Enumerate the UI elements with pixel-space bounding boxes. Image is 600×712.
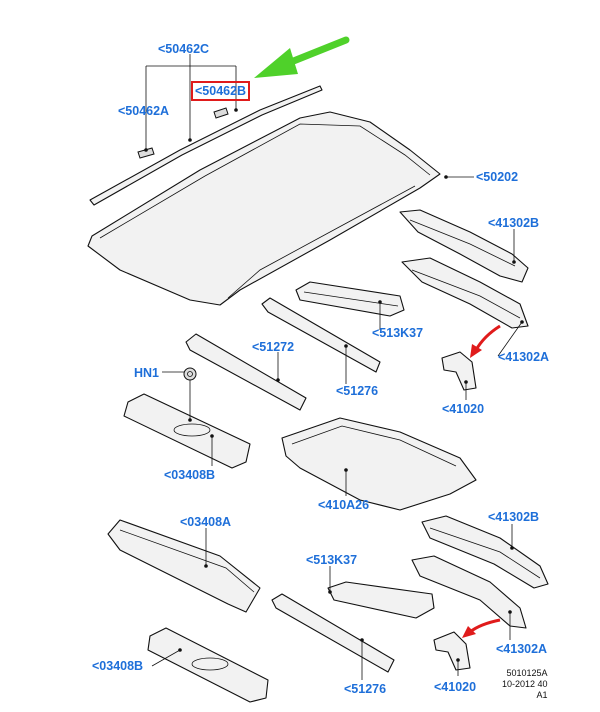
drawing-code: 5010125A 10-2012 40 A1 (502, 668, 548, 701)
green-arrow-icon (254, 36, 350, 78)
label-50462C[interactable]: <50462C (158, 42, 210, 56)
roof-bow-51276-top (261, 297, 381, 373)
roof-rail-41302A-bottom (411, 555, 527, 629)
reinforcement-03408A (107, 519, 261, 613)
label-41020-top[interactable]: <41020 (442, 402, 485, 416)
label-41302B-bottom[interactable]: <41302B (488, 510, 540, 524)
sunroof-frame-410A26 (281, 417, 477, 511)
header-513K37-bottom (327, 581, 435, 619)
label-41020-bottom[interactable]: <41020 (434, 680, 477, 694)
bracket-41020-top (441, 351, 477, 391)
roof-bow-51276-bottom (271, 593, 395, 673)
red-arrow-icon-top (470, 324, 501, 358)
label-513K37-top[interactable]: <513K37 (372, 326, 424, 340)
leader-lines (144, 54, 524, 680)
roof-panel-50202 (87, 111, 441, 306)
label-51276-bottom[interactable]: <51276 (344, 682, 387, 696)
label-51276-top[interactable]: <51276 (336, 384, 379, 398)
label-513K37-bottom[interactable]: <513K37 (306, 553, 358, 567)
nut-HN1 (183, 367, 197, 381)
roof-rail-41302B-top (399, 209, 529, 283)
label-410A26[interactable]: <410A26 (318, 498, 370, 512)
label-03408A[interactable]: <03408A (180, 515, 232, 529)
reinforcement-03408B-bottom (147, 627, 269, 703)
drawing-code-line3: A1 (536, 690, 548, 700)
header-513K37-top (295, 281, 405, 317)
label-41302A-bottom[interactable]: <41302A (496, 642, 548, 656)
label-03408B-bottom[interactable]: <03408B (92, 659, 144, 673)
label-50462A[interactable]: <50462A (118, 104, 170, 118)
red-arrow-icon-bottom (462, 618, 501, 638)
roof-bow-51272 (185, 333, 307, 411)
label-50202[interactable]: <50202 (476, 170, 519, 184)
roof-moulding-50462C (89, 85, 323, 206)
roof-rail-41302B-bottom (421, 515, 549, 589)
drawing-code-line2: 10-2012 40 (502, 679, 548, 689)
roof-rail-41302A-top (401, 257, 529, 329)
clip-50462B (213, 107, 229, 119)
label-41302B-top[interactable]: <41302B (488, 216, 540, 230)
label-51272[interactable]: <51272 (252, 340, 295, 354)
drawing-code-line1: 5010125A (506, 668, 548, 678)
label-03408B-top[interactable]: <03408B (164, 468, 216, 482)
bracket-41020-bottom (433, 631, 471, 671)
label-50462B[interactable]: <50462B (191, 81, 251, 101)
label-HN1[interactable]: HN1 (134, 366, 160, 380)
label-41302A-top[interactable]: <41302A (498, 350, 550, 364)
reinforcement-03408B-top (123, 393, 251, 469)
